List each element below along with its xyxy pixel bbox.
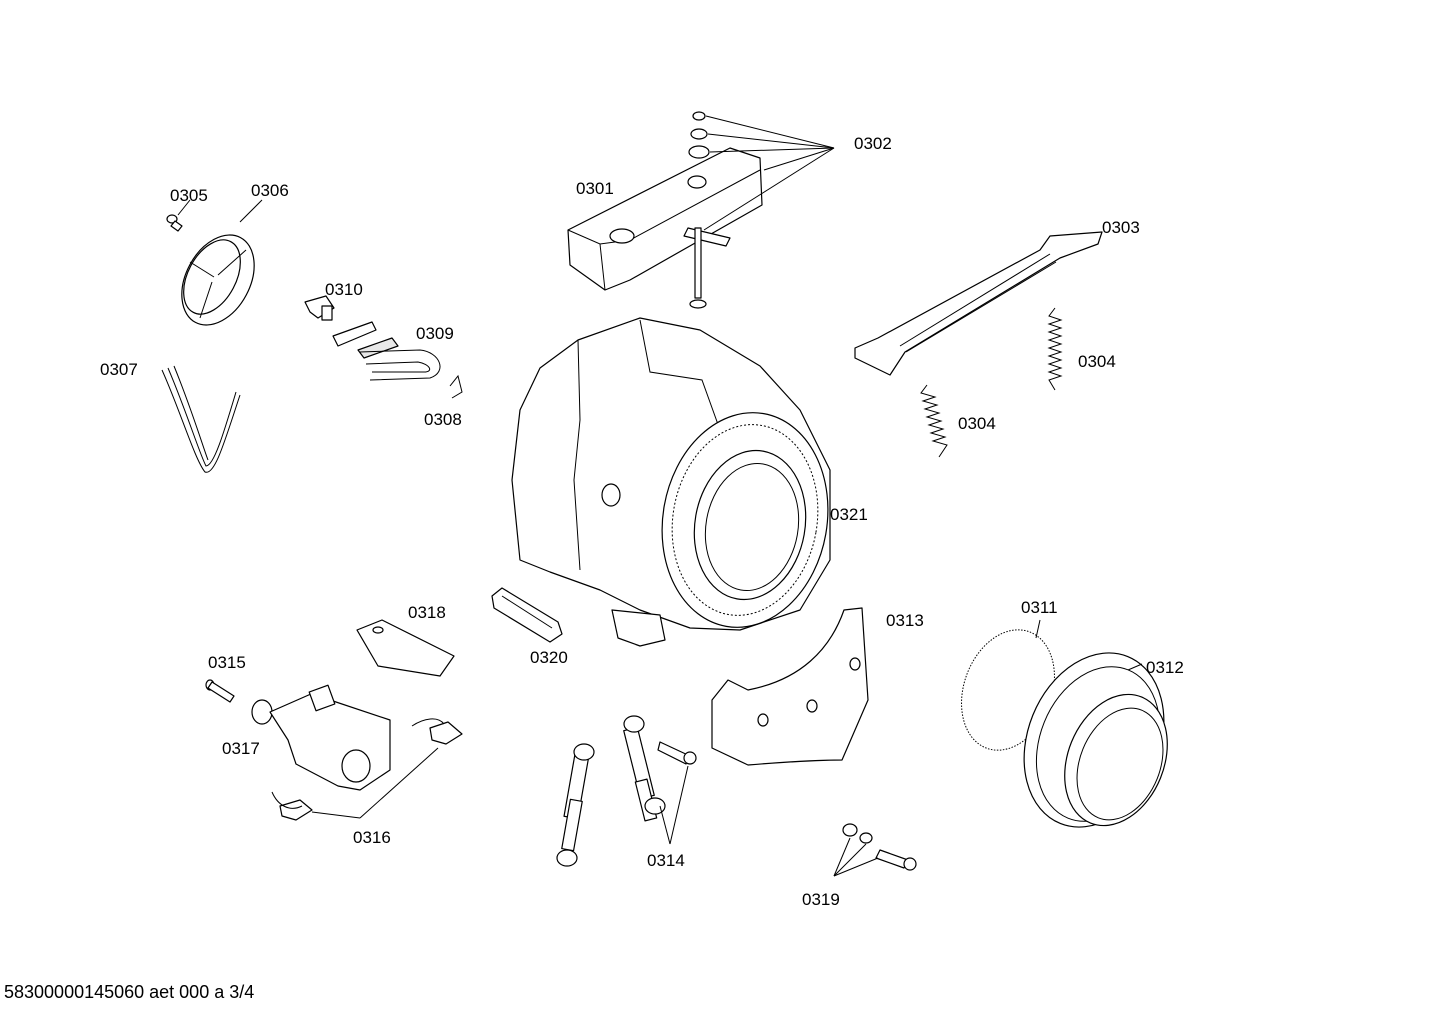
label-0315: 0315 bbox=[208, 653, 246, 672]
part-0305-screw bbox=[166, 199, 191, 232]
part-0303-cross-brace bbox=[854, 231, 1103, 376]
part-0318-plate bbox=[356, 619, 455, 677]
label-0312: 0312 bbox=[1146, 658, 1184, 677]
label-0303: 0303 bbox=[1102, 218, 1140, 237]
part-0321-tub bbox=[511, 317, 831, 647]
label-0321: 0321 bbox=[830, 505, 868, 524]
label-0310: 0310 bbox=[325, 280, 363, 299]
part-0306-pulley bbox=[181, 199, 263, 326]
part-0310-sensor bbox=[304, 295, 335, 321]
label-0311: 0311 bbox=[1021, 598, 1058, 617]
label-0304-left: 0304 bbox=[958, 414, 996, 433]
part-0317-motor bbox=[251, 684, 391, 791]
part-0301-top-counterweight bbox=[567, 147, 763, 291]
label-0305: 0305 bbox=[170, 186, 208, 205]
label-0302: 0302 bbox=[854, 134, 892, 153]
label-0301: 0301 bbox=[576, 179, 614, 198]
drawing-reference-footer: 58300000145060 aet 000 a 3/4 bbox=[4, 982, 255, 1002]
label-0318: 0318 bbox=[408, 603, 446, 622]
label-0304-right: 0304 bbox=[1078, 352, 1116, 371]
part-0309-heater-bracket bbox=[332, 321, 399, 359]
label-0314: 0314 bbox=[647, 851, 685, 870]
label-0320: 0320 bbox=[530, 648, 568, 667]
label-0317: 0317 bbox=[222, 739, 260, 758]
part-0308-heating-element bbox=[359, 349, 463, 399]
part-0304-springs bbox=[920, 307, 1063, 458]
part-0319-fasteners bbox=[833, 823, 917, 877]
part-0312-door-gasket bbox=[1023, 652, 1168, 828]
part-0307-belt bbox=[161, 365, 241, 473]
label-0313: 0313 bbox=[886, 611, 924, 630]
label-0308: 0308 bbox=[424, 410, 462, 429]
label-0307: 0307 bbox=[100, 360, 138, 379]
part-0316-brushes bbox=[271, 718, 463, 821]
label-0319: 0319 bbox=[802, 890, 840, 909]
part-0314-shock-absorbers bbox=[556, 715, 697, 867]
part-0302-fasteners bbox=[688, 111, 835, 309]
part-0315-screw bbox=[205, 679, 235, 703]
part-0313-lower-counterweight bbox=[711, 607, 869, 766]
label-0306: 0306 bbox=[251, 181, 289, 200]
part-0320-grille bbox=[491, 587, 563, 643]
label-0309: 0309 bbox=[416, 324, 454, 343]
label-0316: 0316 bbox=[353, 828, 391, 847]
